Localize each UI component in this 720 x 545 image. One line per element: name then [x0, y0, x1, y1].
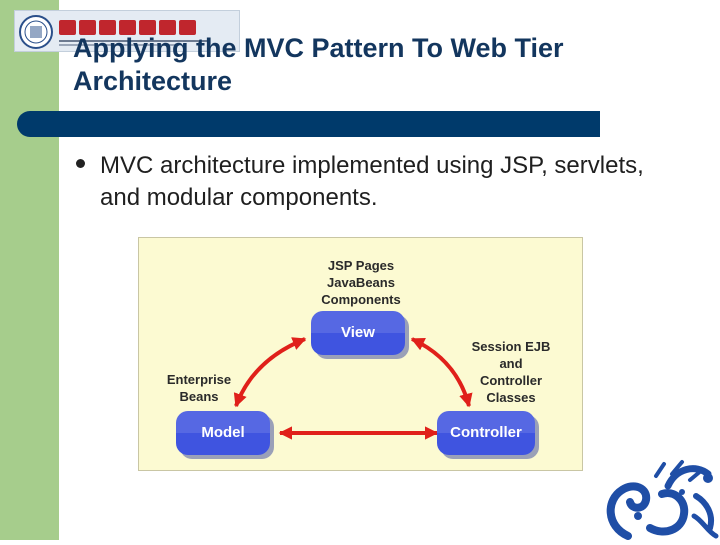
- mvc-arrows: [233, 337, 473, 440]
- logo-icon: [19, 15, 209, 49]
- university-logo: [14, 10, 240, 52]
- model-node: Model: [176, 411, 270, 455]
- bullet-dot: [76, 159, 85, 168]
- side-strip: [0, 0, 59, 540]
- dragon-icon: [606, 460, 719, 540]
- arrow-view-controller: [410, 337, 473, 408]
- model-label: Enterprise Beans: [166, 372, 232, 404]
- dragon-emblem: [598, 456, 720, 540]
- bullet-text: MVC architecture implemented using JSP, …: [100, 152, 644, 211]
- title-underline-bar: [17, 111, 600, 137]
- view-label: JSP Pages JavaBeans Components: [321, 258, 401, 307]
- controller-node: Controller: [437, 411, 535, 455]
- arrow-view-model: [233, 337, 307, 408]
- view-node: View: [311, 311, 405, 355]
- mvc-diagram: JSP Pages JavaBeans Components Enterpris…: [138, 237, 583, 471]
- slide-title: Applying the MVC Pattern To Web Tier Arc…: [73, 33, 564, 96]
- controller-label: Session EJB and Controller Classes: [471, 339, 551, 405]
